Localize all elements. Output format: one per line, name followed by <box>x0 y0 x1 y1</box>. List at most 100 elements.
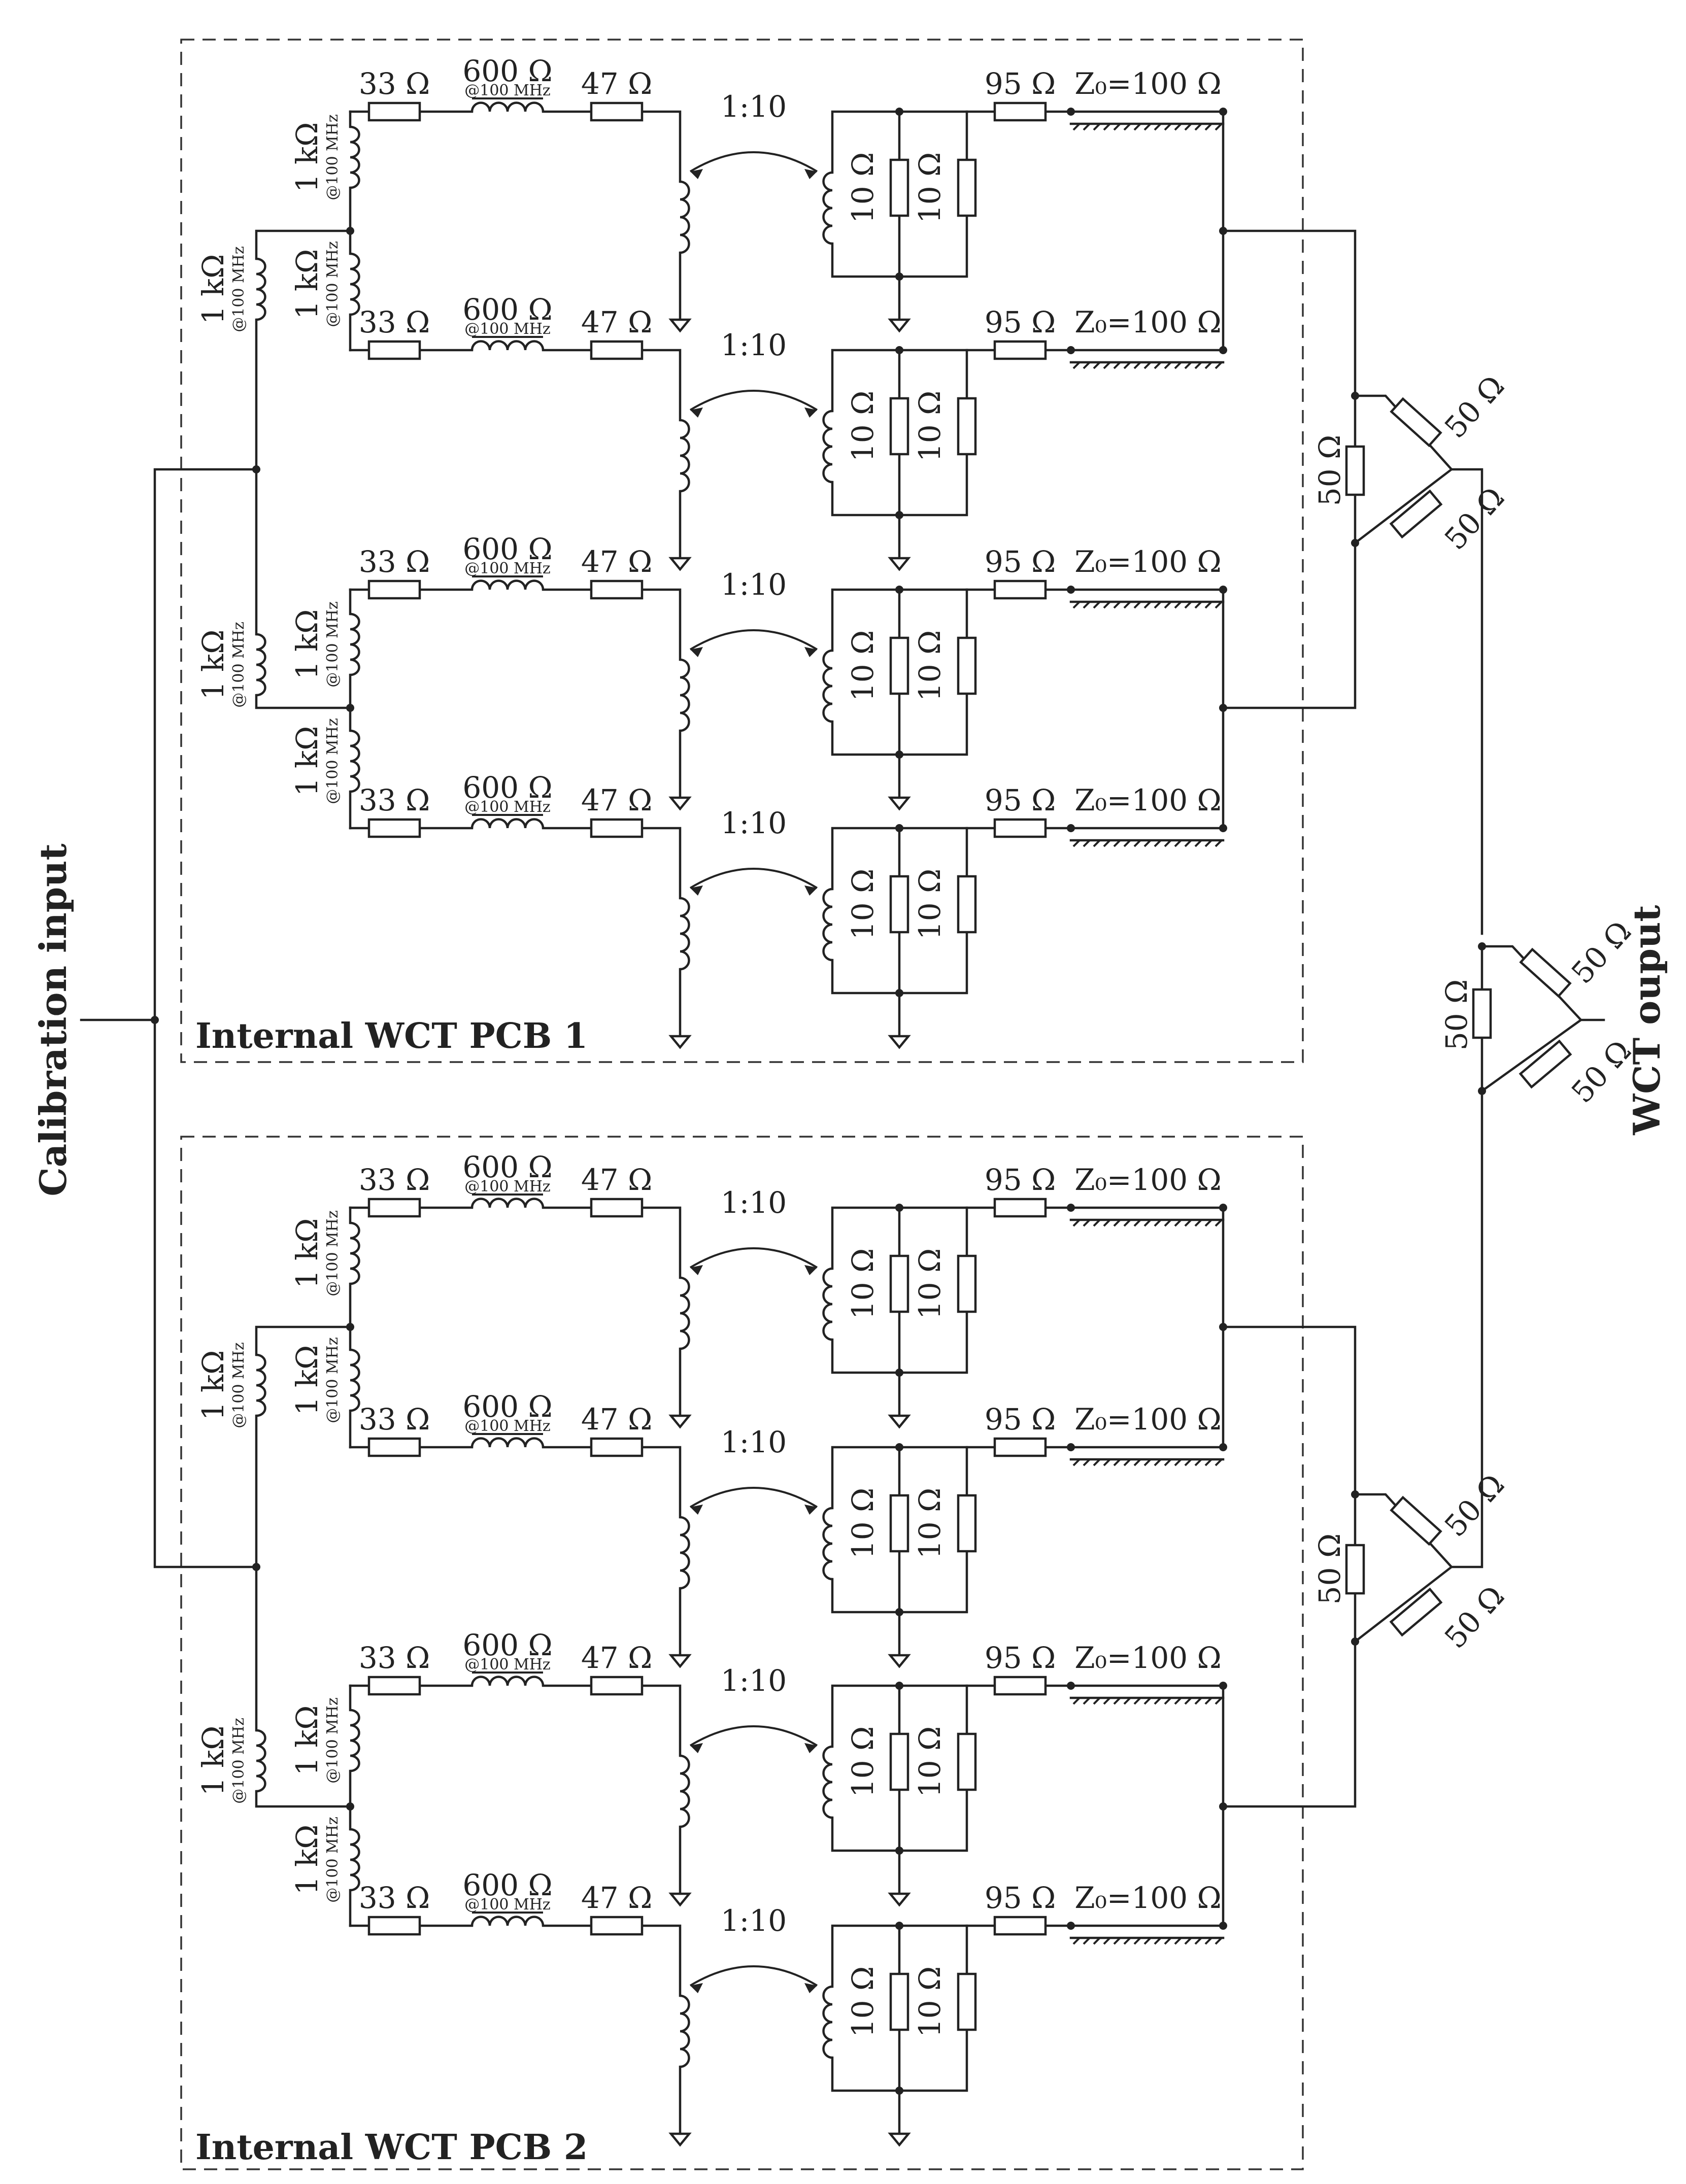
ch2-ferrite-freq-label: @100 MHz <box>464 320 550 338</box>
choke-11-label: 1 kΩ <box>290 1705 324 1776</box>
ch6-r95-label: 95 Ω <box>985 1402 1056 1437</box>
ch5-r33-label: 33 Ω <box>359 1163 430 1197</box>
final-combiner <box>1472 942 1605 1095</box>
ch5-ratio-label: 1:10 <box>721 1185 787 1220</box>
ch4-r10b-label: 10 Ω <box>913 869 947 940</box>
ch7-r10b-label: 10 Ω <box>913 1726 947 1797</box>
ch6-r33-label: 33 Ω <box>359 1402 430 1437</box>
ch1-ratio-label: 1:10 <box>721 89 787 124</box>
ch1-ferrite-freq-label: @100 MHz <box>464 82 550 99</box>
ch5-r47-label: 47 Ω <box>581 1163 652 1197</box>
choke-5-label: 1 kΩ <box>290 609 324 680</box>
choke-1-label: 1 kΩ <box>290 122 324 193</box>
pcb2-choke-network <box>252 1206 360 1927</box>
ch2-r10b-label: 10 Ω <box>913 391 947 462</box>
pcb1-choke-network <box>252 110 360 830</box>
choke-8-label: 1 kΩ <box>290 1345 324 1416</box>
ch7-r47-label: 47 Ω <box>581 1641 652 1675</box>
ch6-ratio-label: 1:10 <box>721 1425 787 1459</box>
ch3-r10a-label: 10 Ω <box>846 630 880 701</box>
ch3-ferrite-freq-label: @100 MHz <box>464 560 550 577</box>
ch6-r47-label: 47 Ω <box>581 1402 652 1437</box>
ch3-r95-label: 95 Ω <box>985 544 1056 579</box>
choke-6-label: 1 kΩ <box>290 726 324 797</box>
choke-6-freq-label: @100 MHz <box>324 718 342 804</box>
choke-5-freq-label: @100 MHz <box>324 601 342 687</box>
choke-4-label: 1 kΩ <box>196 630 230 700</box>
ch8-ratio-label: 1:10 <box>721 1903 787 1938</box>
ch8-r95-label: 95 Ω <box>985 1881 1056 1915</box>
ch7-z0-label: Z₀=100 Ω <box>1074 1641 1221 1675</box>
ch4-ferrite-label: 600 Ω <box>462 770 552 805</box>
choke-11-freq-label: @100 MHz <box>324 1697 342 1783</box>
r50-1-label: 50 Ω <box>1312 435 1347 506</box>
ch6-z0-label: Z₀=100 Ω <box>1074 1402 1221 1437</box>
ch7-ferrite-label: 600 Ω <box>462 1628 552 1662</box>
choke-10-freq-label: @100 MHz <box>230 1718 248 1803</box>
ch3-r33-label: 33 Ω <box>359 544 430 579</box>
ch7-r10a-label: 10 Ω <box>846 1726 880 1797</box>
ch8-ferrite-freq-label: @100 MHz <box>464 1896 550 1914</box>
choke-3-freq-label: @100 MHz <box>230 246 248 332</box>
choke-9-freq-label: @100 MHz <box>230 1342 248 1428</box>
pcb2-outline <box>180 1136 1304 2170</box>
choke-7-freq-label: @100 MHz <box>324 1210 342 1296</box>
ch3-z0-label: Z₀=100 Ω <box>1074 544 1221 579</box>
ch2-r95-label: 95 Ω <box>985 305 1056 339</box>
choke-2-label: 1 kΩ <box>290 249 324 320</box>
ch1-r10b-label: 10 Ω <box>913 152 947 223</box>
ch4-r95-label: 95 Ω <box>985 783 1056 817</box>
ch1-r10a-label: 10 Ω <box>846 152 880 223</box>
ch7-ferrite-freq-label: @100 MHz <box>464 1656 550 1674</box>
choke-4-freq-label: @100 MHz <box>230 622 248 707</box>
pcb1-combiner <box>1219 110 1483 935</box>
calibration-bus <box>80 468 258 1568</box>
pcb2-combiner <box>1219 1095 1483 1927</box>
ch1-ferrite-label: 600 Ω <box>462 54 552 88</box>
ch8-r33-label: 33 Ω <box>359 1881 430 1915</box>
ch3-r47-label: 47 Ω <box>581 544 652 579</box>
ch1-r95-label: 95 Ω <box>985 66 1056 101</box>
choke-12-freq-label: @100 MHz <box>324 1817 342 1902</box>
choke-12-label: 1 kΩ <box>290 1825 324 1895</box>
ch1-r33-label: 33 Ω <box>359 66 430 101</box>
r50-5-label: 50 Ω <box>1438 1468 1511 1544</box>
ch5-ferrite-freq-label: @100 MHz <box>464 1178 550 1196</box>
choke-1-freq-label: @100 MHz <box>324 114 342 200</box>
ch7-ratio-label: 1:10 <box>721 1663 787 1698</box>
ch2-r10a-label: 10 Ω <box>846 391 880 462</box>
ch8-z0-label: Z₀=100 Ω <box>1074 1881 1221 1915</box>
ch6-r10a-label: 10 Ω <box>846 1488 880 1559</box>
pcb1-outline <box>180 39 1304 1063</box>
ch6-ferrite-label: 600 Ω <box>462 1389 552 1424</box>
pcb1-channel-4 <box>350 815 1227 1047</box>
ch7-r95-label: 95 Ω <box>985 1641 1056 1675</box>
pcb1-title: Internal WCT PCB 1 <box>195 1016 588 1056</box>
ch2-ferrite-label: 600 Ω <box>462 292 552 327</box>
ch4-ratio-label: 1:10 <box>721 806 787 840</box>
ch6-r10b-label: 10 Ω <box>913 1488 947 1559</box>
ch8-ferrite-label: 600 Ω <box>462 1868 552 1902</box>
ch5-r10a-label: 10 Ω <box>846 1248 880 1319</box>
ch2-r33-label: 33 Ω <box>359 305 430 339</box>
ch5-ferrite-label: 600 Ω <box>462 1150 552 1184</box>
ch5-z0-label: Z₀=100 Ω <box>1074 1163 1221 1197</box>
ch5-r95-label: 95 Ω <box>985 1163 1056 1197</box>
ch3-r10b-label: 10 Ω <box>913 630 947 701</box>
choke-10-label: 1 kΩ <box>196 1726 230 1796</box>
ch8-r10a-label: 10 Ω <box>846 1966 880 2037</box>
ch2-ratio-label: 1:10 <box>721 328 787 362</box>
r50-7-label: 50 Ω <box>1439 979 1474 1050</box>
r50-2-label: 50 Ω <box>1438 369 1511 445</box>
pcb2-title: Internal WCT PCB 2 <box>195 2127 588 2168</box>
ch4-ferrite-freq-label: @100 MHz <box>464 798 550 816</box>
choke-3-label: 1 kΩ <box>196 254 230 325</box>
choke-9-label: 1 kΩ <box>196 1350 230 1421</box>
ch4-r33-label: 33 Ω <box>359 783 430 817</box>
r50-3-label: 50 Ω <box>1438 481 1511 557</box>
calibration-input-label: Calibration input <box>31 843 75 1196</box>
wct-output-label: WCT ouput <box>1625 905 1668 1135</box>
ch5-r10b-label: 10 Ω <box>913 1248 947 1319</box>
choke-7-label: 1 kΩ <box>290 1218 324 1289</box>
